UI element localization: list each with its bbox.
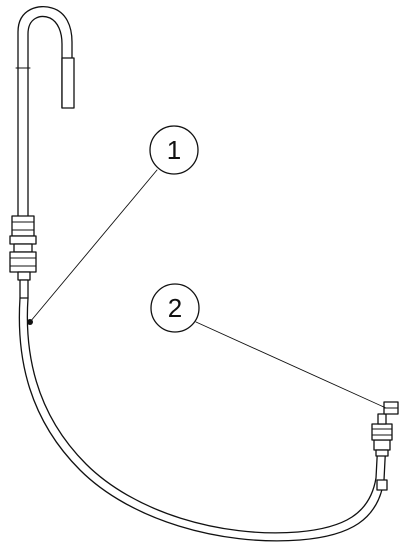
callout-2-circle bbox=[150, 283, 200, 333]
leader-dot-1 bbox=[27, 319, 33, 325]
j-hook-tube bbox=[15, 6, 75, 221]
callout-2: 2 bbox=[150, 283, 200, 333]
leader-line-2 bbox=[195, 321, 387, 409]
callout-1-circle bbox=[149, 125, 199, 175]
callout-1-label: 1 bbox=[167, 135, 181, 165]
callout-2-label: 2 bbox=[168, 293, 182, 323]
flexible-hose bbox=[18, 297, 387, 542]
callout-1: 1 bbox=[149, 125, 199, 175]
upper-fitting bbox=[9, 215, 37, 299]
leader-line-1 bbox=[29, 169, 158, 323]
lower-fitting bbox=[371, 401, 399, 491]
